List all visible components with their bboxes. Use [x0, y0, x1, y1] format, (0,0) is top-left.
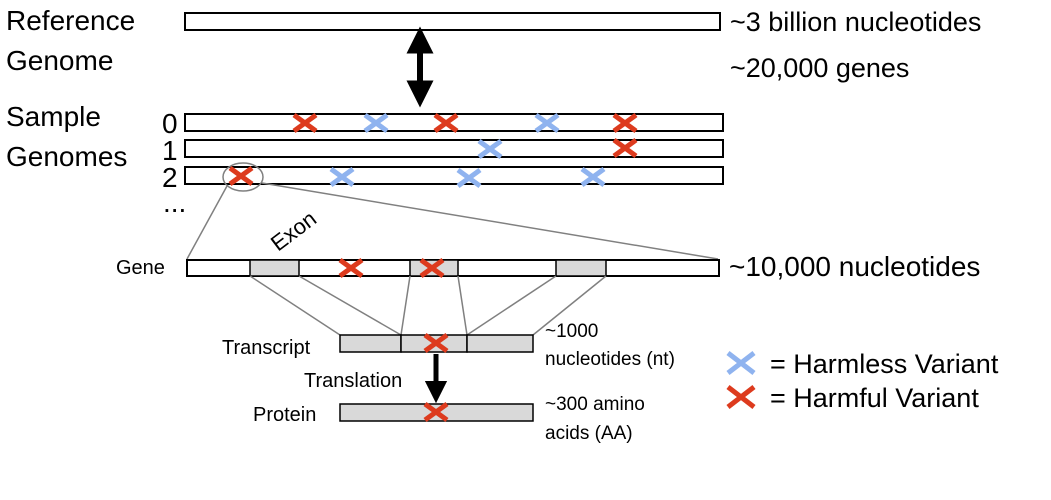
gene-harmful-variant-icon: [419, 257, 445, 279]
sample-1-harmless-variant-icon: [477, 138, 503, 160]
sample-genome-bar-1: [184, 139, 724, 158]
reference-label-line2: Genome: [6, 45, 113, 76]
exon-connector: [457, 275, 468, 336]
zoom-line-left: [186, 185, 228, 260]
exon-connector: [532, 275, 607, 336]
zoom-line-right: [261, 182, 719, 260]
transcript-size-line2: nucleotides (nt): [545, 349, 675, 370]
protein-size-line1: ~300 amino: [545, 394, 645, 415]
sample-ellipsis: ...: [163, 187, 186, 218]
exon-connector: [466, 275, 557, 336]
legend-harmful-icon: [726, 385, 756, 409]
transcript-label: Transcript: [222, 337, 311, 359]
sample-index-2: 2: [162, 162, 178, 193]
sample-label-line2: Genomes: [6, 141, 127, 172]
zoom-circle: [222, 162, 264, 192]
sample-index-1: 1: [162, 135, 178, 166]
reference-label-line1: Reference: [6, 5, 135, 36]
exon-connector: [249, 275, 341, 336]
legend-harmful-label: = Harmful Variant: [770, 383, 979, 413]
sample-0-harmful-variant-icon: [433, 112, 459, 134]
sample-1-harmful-variant-icon: [612, 137, 638, 159]
exon-connector: [298, 275, 402, 336]
sample-index-0: 0: [162, 108, 178, 139]
transcript-harmful-variant-icon: [423, 332, 449, 354]
exon-label: Exon: [266, 206, 321, 256]
reference-genome-bar: [184, 12, 721, 31]
protein-label: Protein: [253, 404, 316, 426]
exon-connector: [400, 275, 411, 336]
sample-2-harmless-variant-icon: [580, 166, 606, 188]
reference-size-label: ~3 billion nucleotides: [730, 7, 981, 37]
protein-harmful-variant-icon: [423, 401, 449, 423]
transcript-segment-1: [339, 334, 402, 353]
gene-exon-1: [249, 259, 300, 277]
legend-harmless-icon: [726, 351, 756, 375]
reference-genes-label: ~20,000 genes: [730, 53, 909, 83]
sample-0-harmful-variant-icon: [612, 112, 638, 134]
legend-harmless-label: = Harmless Variant: [770, 349, 999, 379]
protein-size-line2: acids (AA): [545, 423, 633, 444]
sample-genome-bar-2: [184, 166, 724, 185]
sample-2-harmless-variant-icon: [456, 167, 482, 189]
sample-2-harmless-variant-icon: [329, 166, 355, 188]
sample-label-line1: Sample: [6, 101, 101, 132]
transcript-size-line1: ~1000: [545, 321, 598, 342]
gene-label: Gene: [116, 257, 165, 279]
sample-2-harmful-variant-icon: [228, 165, 254, 187]
variant-markers: [228, 112, 756, 423]
sample-0-harmless-variant-icon: [363, 112, 389, 134]
gene-size-label: ~10,000 nucleotides: [729, 251, 980, 282]
sample-0-harmful-variant-icon: [292, 112, 318, 134]
gene-harmful-variant-icon: [338, 257, 364, 279]
transcript-segment-3: [466, 334, 534, 353]
gene-exon-3: [555, 259, 607, 277]
sample-0-harmless-variant-icon: [534, 112, 560, 134]
translation-label: Translation: [304, 370, 402, 392]
